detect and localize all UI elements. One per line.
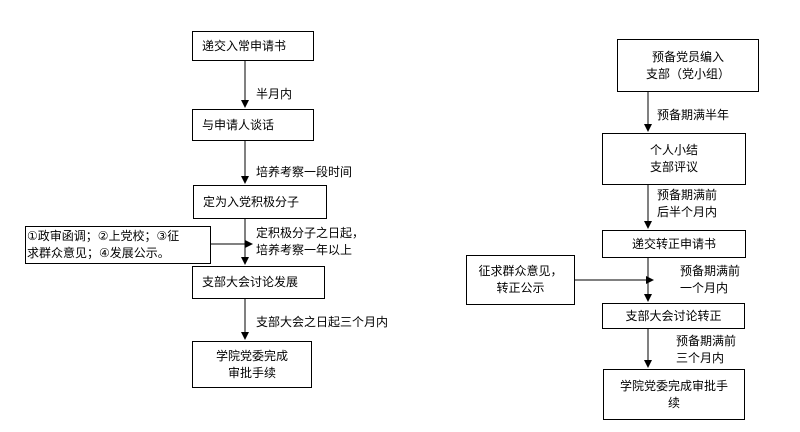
arrow-label-cultivate: 培养考察一段时间 — [256, 165, 353, 179]
step-probationary-join-branch: 预备党员编入 支部（党小组） — [617, 39, 759, 92]
arrow-label-three-months: 支部大会之日起三个月内 — [256, 315, 389, 329]
arrow-label-half-year: 预备期满半年 — [657, 108, 730, 122]
step-submit-regularization: 递交转正申请书 — [602, 230, 746, 258]
step-label: 递交入常申请书 — [202, 38, 287, 53]
arrow-label-one-month-before: 预备期满前 一个月内 — [680, 264, 741, 295]
arrow-label-half-month: 半月内 — [256, 87, 293, 101]
step-personal-summary: 个人小结 支部评议 — [602, 133, 746, 185]
step-college-approval: 学院党委完成 审批手续 — [192, 341, 312, 388]
arrow-label-one-year: 定积极分子之日起， 培养考察一年以上 — [256, 226, 365, 257]
step-branch-meeting-regularize: 支部大会讨论转正 — [602, 303, 745, 329]
step-college-approval-final: 学院党委完成审批手 续 — [603, 369, 745, 420]
step-submit-application: 递交入常申请书 — [192, 31, 314, 61]
arrow-label-half-month-before: 预备期满前 后半个月内 — [657, 188, 718, 219]
step-activist: 定为入党积极分子 — [193, 185, 327, 219]
side-note-right: 征求群众意见， 转正公示 — [466, 255, 575, 305]
step-branch-meeting-develop: 支部大会讨论发展 — [192, 266, 325, 299]
step-label: 支部大会讨论发展 — [202, 275, 299, 289]
step-label: 递交转正申请书 — [631, 236, 716, 251]
side-note-left: ①政审函调；②上党校；③征 求群众意见；④发展公示。 — [25, 226, 211, 264]
step-label: 支部大会讨论转正 — [625, 308, 722, 323]
step-label: 与申请人谈话 — [202, 117, 275, 132]
arrow-label-three-months-before: 预备期满前 三个月内 — [676, 334, 737, 365]
step-label: 定为入党积极分子 — [203, 194, 300, 209]
step-talk-with-applicant: 与申请人谈话 — [192, 109, 314, 141]
